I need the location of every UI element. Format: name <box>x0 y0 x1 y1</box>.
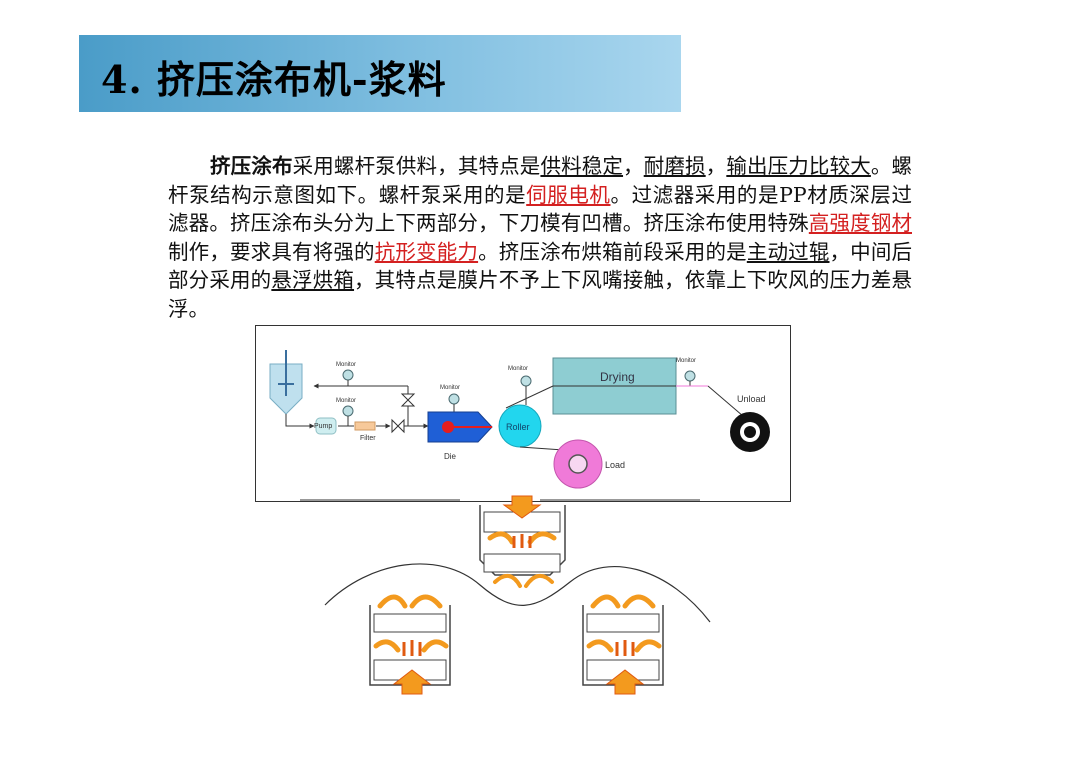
monitor-4: Monitor <box>508 366 532 405</box>
paragraph-segment: ，中间后部分采用的 <box>168 239 913 293</box>
web-wave <box>324 563 711 623</box>
monitor-1-label: Monitor <box>336 362 356 368</box>
filter: Filter <box>354 421 376 442</box>
paragraph-segment: 挤压涂布 <box>210 154 293 178</box>
paragraph-segment: 高强度钢材 <box>808 211 912 235</box>
unload-reel: Unload <box>730 394 770 452</box>
paragraph-segment: 。挤压涂布烘箱前段采用的是 <box>478 239 747 264</box>
pump: Pump <box>314 417 337 435</box>
slurry-tank <box>269 350 303 415</box>
valve-icon <box>391 418 405 434</box>
slide-title: 4. 挤压涂布机-浆料 <box>101 57 447 102</box>
load-reel: Load <box>519 439 625 489</box>
description-paragraph: 挤压涂布采用螺杆泵供料，其特点是供料稳定，耐磨损，输出压力比较大。螺杆泵结构示意… <box>168 152 912 323</box>
paragraph-segment: 。过滤器采用的是PP材质深层过滤器。挤压涂布头分为上下两部分，下刀模有凹槽。挤压… <box>168 182 913 236</box>
paragraph-segment: ，其特点是膜片不予上下风嘴接触，依靠上下吹风的压力差悬浮。 <box>168 268 913 321</box>
monitor-3: Monitor <box>440 385 460 412</box>
return-valve-icon <box>400 393 416 426</box>
paragraph-segment: 伺服电机 <box>526 182 611 207</box>
monitor-1: Monitor <box>336 362 356 386</box>
die-label: Die <box>444 452 457 461</box>
coating-process-diagram: Pump Filter Monitor Monitor <box>255 325 791 502</box>
monitor-2: Monitor <box>336 398 356 426</box>
unload-label: Unload <box>737 394 766 404</box>
roller-label: Roller <box>506 422 530 432</box>
pump-label: Pump <box>314 423 332 430</box>
paragraph-segment: 抗形变能力 <box>374 239 479 264</box>
paragraph-segment: ， <box>623 154 644 178</box>
paragraph-segment: 输出压力比较大 <box>726 154 871 178</box>
center-air-nozzle <box>479 495 566 588</box>
monitor-2-label: Monitor <box>336 398 356 404</box>
paragraph-segment: ， <box>705 154 727 178</box>
left-air-nozzle <box>369 594 451 695</box>
process-svg: Pump Filter Monitor Monitor <box>269 350 770 489</box>
monitor-3-label: Monitor <box>440 385 460 391</box>
paragraph-segment: 。螺杆泵结构示意图如下。螺杆泵采用的是 <box>168 154 913 207</box>
floating-dryer-illustration <box>300 495 711 695</box>
paragraph-segment: 主动过辊 <box>746 239 830 264</box>
monitor-4-label: Monitor <box>508 366 528 372</box>
monitor-5: Monitor <box>676 358 696 386</box>
title-banner: 4. 挤压涂布机-浆料 <box>79 35 681 112</box>
coating-die: Die <box>427 411 493 461</box>
drying-label: Drying <box>600 370 635 384</box>
paragraph-segment: 制作，要求具有将强的 <box>168 239 375 264</box>
paragraph-segment: 耐磨损 <box>643 154 706 178</box>
right-air-nozzle <box>582 594 664 695</box>
load-label: Load <box>605 460 625 470</box>
paragraph-segment: 采用螺杆泵供料，其特点是 <box>292 154 541 178</box>
monitor-5-label: Monitor <box>676 358 696 364</box>
filter-label: Filter <box>360 435 376 442</box>
paragraph-segment: 供料稳定 <box>540 154 624 178</box>
roller: Roller <box>498 404 542 448</box>
paragraph-segment: 悬浮烘箱 <box>271 268 355 292</box>
